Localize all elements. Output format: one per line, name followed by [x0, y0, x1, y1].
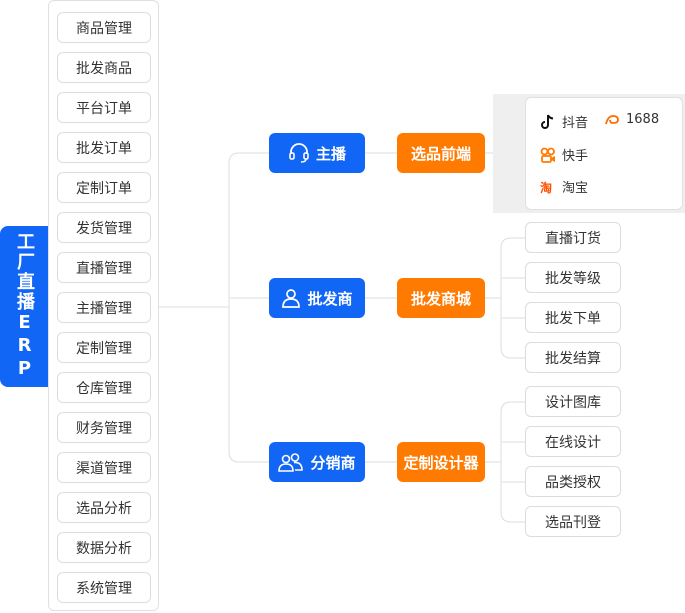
menu-item[interactable]: 定制管理	[57, 332, 151, 363]
menu-item[interactable]: 主播管理	[57, 292, 151, 323]
douyin-icon	[541, 114, 554, 129]
leaf-live-ordering[interactable]: 直播订货	[525, 222, 621, 253]
menu-item[interactable]: 仓库管理	[57, 372, 151, 403]
platform-taobao[interactable]: 淘 淘宝	[540, 177, 589, 197]
platform-douyin[interactable]: 抖音	[540, 112, 588, 131]
menu-item[interactable]: 批发订单	[57, 132, 151, 163]
user-icon	[282, 289, 301, 308]
leaf-product-listing[interactable]: 选品刊登	[525, 506, 621, 537]
module-selection-frontend[interactable]: 选品前端	[397, 133, 485, 173]
leaf-category-license[interactable]: 品类授权	[525, 466, 621, 497]
menu-item[interactable]: 渠道管理	[57, 452, 151, 483]
leaf-wholesale-settlement[interactable]: 批发结算	[525, 342, 621, 373]
module-wholesale-mall[interactable]: 批发商城	[397, 278, 485, 318]
menu-item[interactable]: 批发商品	[57, 52, 151, 83]
svg-text:淘: 淘	[540, 180, 552, 195]
menu-item[interactable]: 平台订单	[57, 92, 151, 123]
role-distributor[interactable]: 分销商	[269, 442, 365, 482]
users-icon	[278, 453, 304, 472]
role-streamer[interactable]: 主播	[269, 133, 365, 173]
platform-1688[interactable]: 1688	[604, 112, 659, 127]
kuaishou-icon	[540, 147, 555, 163]
platform-label: 淘宝	[562, 181, 589, 196]
module-menu-panel: 商品管理 批发商品 平台订单 批发订单 定制订单 发货管理 直播管理 主播管理 …	[48, 0, 159, 611]
platform-label: 快手	[562, 149, 589, 164]
menu-item[interactable]: 直播管理	[57, 252, 151, 283]
platform-label: 1688	[626, 112, 660, 127]
platform-kuaishou[interactable]: 快手	[540, 145, 588, 164]
role-label: 批发商	[307, 289, 353, 308]
menu-item[interactable]: 选品分析	[57, 492, 151, 523]
taobao-icon: 淘	[540, 180, 552, 195]
system-title: 工厂直播ERP	[0, 226, 48, 387]
headset-icon	[289, 143, 309, 163]
platform-label: 抖音	[562, 116, 589, 131]
menu-item[interactable]: 定制订单	[57, 172, 151, 203]
system-title-text: 工厂直播ERP	[14, 232, 35, 381]
leaf-design-gallery[interactable]: 设计图库	[525, 386, 621, 417]
menu-item[interactable]: 数据分析	[57, 532, 151, 563]
alibaba-icon	[605, 114, 619, 124]
role-label: 主播	[315, 144, 346, 163]
role-wholesaler[interactable]: 批发商	[269, 278, 365, 318]
role-label: 分销商	[310, 453, 356, 472]
module-custom-designer[interactable]: 定制设计器	[397, 442, 485, 482]
menu-item[interactable]: 商品管理	[57, 12, 151, 43]
menu-item[interactable]: 系统管理	[57, 572, 151, 603]
menu-item[interactable]: 财务管理	[57, 412, 151, 443]
leaf-wholesale-order[interactable]: 批发下单	[525, 302, 621, 333]
leaf-online-design[interactable]: 在线设计	[525, 426, 621, 457]
menu-item[interactable]: 发货管理	[57, 212, 151, 243]
leaf-wholesale-level[interactable]: 批发等级	[525, 262, 621, 293]
platform-list: 抖音 1688 快手 淘 淘宝	[525, 97, 683, 210]
